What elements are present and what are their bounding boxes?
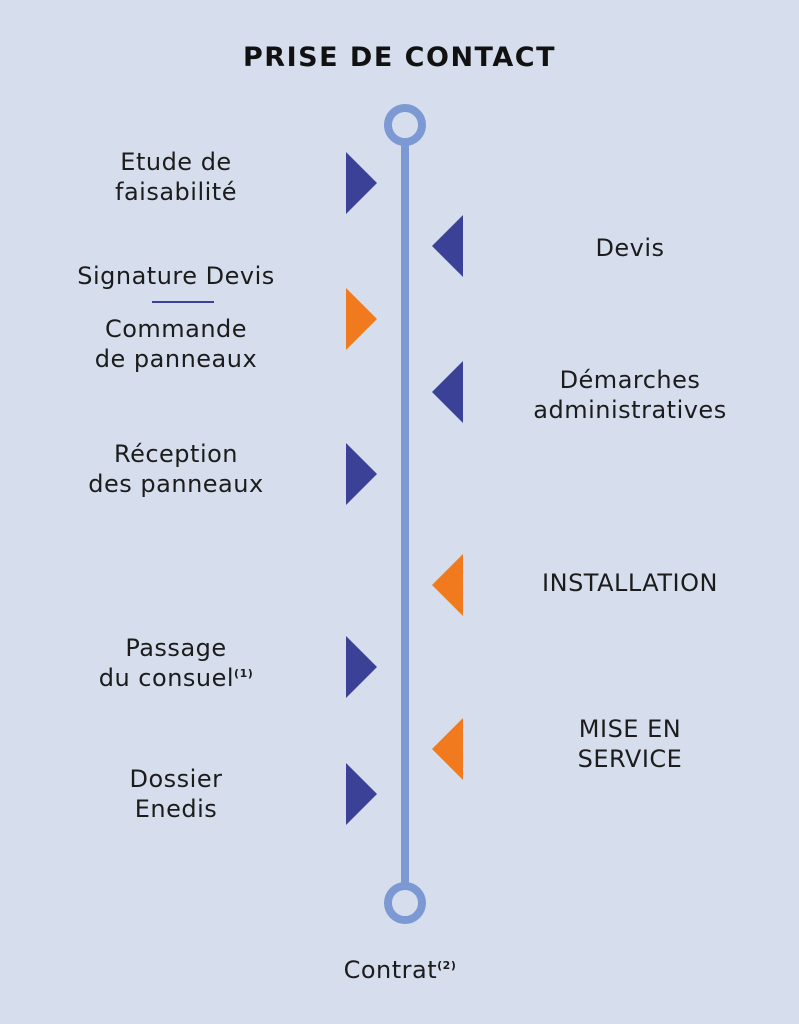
timeline-end-node	[384, 882, 426, 924]
step-dossier-enedis: Dossier Enedis	[129, 765, 223, 823]
diagram-title: PRISE DE CONTACT	[243, 42, 556, 73]
arrow-right-icon	[346, 763, 377, 825]
step-contrat: Contrat(2)	[343, 956, 457, 984]
arrow-left-icon	[432, 554, 463, 616]
step-installation: INSTALLATION	[542, 569, 718, 597]
arrow-left-icon	[432, 361, 463, 423]
arrow-right-icon	[346, 636, 377, 698]
step-passage-consuel: Passage du consuel(1)	[98, 634, 254, 692]
arrow-right-icon	[346, 288, 377, 350]
step-signature-devis: Signature Devis	[77, 262, 275, 290]
step-reception-panneaux: Réception des panneaux	[88, 440, 264, 498]
step-commande-panneaux: Commande de panneaux	[94, 315, 258, 373]
step-devis: Devis	[595, 234, 665, 262]
arrow-left-icon	[432, 215, 463, 277]
step-mise-en-service: MISE EN SERVICE	[577, 715, 683, 773]
separator-line	[152, 301, 214, 303]
timeline-line	[401, 140, 409, 886]
step-etude-faisabilite: Etude de faisabilité	[115, 148, 237, 206]
timeline-start-node	[384, 104, 426, 146]
arrow-right-icon	[346, 443, 377, 505]
step-demarches-administratives: Démarches administratives	[533, 366, 727, 424]
arrow-left-icon	[432, 718, 463, 780]
arrow-right-icon	[346, 152, 377, 214]
